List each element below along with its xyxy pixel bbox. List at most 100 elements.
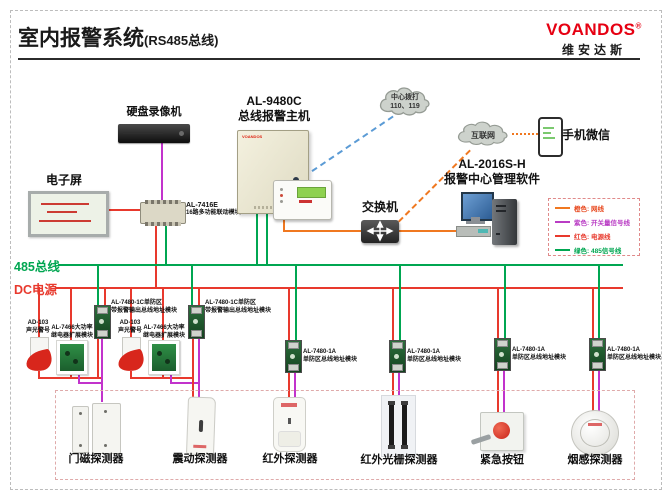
wire-color-legend: 橙色: 网线 紫色: 开关量信号线 红色: 电源线 绿色: 485信号线	[548, 198, 640, 256]
smoke-ring	[580, 419, 610, 447]
pir-lens	[278, 431, 301, 447]
wire-m1-red-out	[97, 336, 99, 378]
zone-module-1c-label: AL-7480-1C单防区 带报警输出总线地址模块	[111, 300, 178, 314]
detector-label: 门磁探测器	[68, 453, 124, 465]
center-call-line2: 110、119	[390, 103, 420, 110]
relay-device	[148, 340, 180, 375]
dvr-device	[118, 124, 190, 143]
wire-m5-button-red	[497, 368, 499, 414]
pcb-pad	[191, 330, 202, 337]
internet-cloud-label: 互联网	[471, 131, 495, 140]
vibration-logo	[193, 444, 207, 449]
address-module-label: AL-7480-1A 单防区总线地址模块	[512, 347, 567, 361]
detector-label: 红外光栅探测器	[360, 454, 438, 466]
wire-relay1-stub	[70, 372, 72, 378]
wire-relay2-purple-stub	[170, 372, 172, 383]
screen-text-line	[47, 211, 77, 213]
screw	[79, 444, 82, 447]
pcb-hole	[499, 352, 504, 357]
center-call-cloud: 中心拨打 110、119	[374, 82, 436, 122]
relay-component	[157, 351, 162, 356]
door-contact-device	[72, 406, 89, 453]
emergency-button-device	[470, 412, 524, 451]
screw	[104, 444, 107, 447]
legend-swatch-red	[555, 235, 570, 237]
legend-row: 红色: 电源线	[555, 231, 639, 241]
wire-dc-siren1	[38, 287, 40, 338]
pcb-pad	[288, 364, 299, 371]
pc-monitor-stand	[471, 217, 480, 221]
pc-tower	[492, 199, 517, 245]
host-label: AL-9480C 总线报警主机	[237, 94, 310, 123]
tower-button	[496, 233, 500, 235]
pcb-pad	[288, 342, 299, 349]
address-module-device	[589, 338, 606, 371]
detector-label: 震动探测器	[172, 453, 228, 465]
pir-logo	[281, 403, 297, 407]
phone-label: 手机微信	[562, 128, 611, 142]
door-contact-device	[92, 403, 121, 454]
siren-horn	[24, 348, 54, 374]
address-module-device	[389, 340, 406, 373]
cloud-shape	[379, 87, 430, 116]
pcb-pad	[592, 340, 603, 347]
pcb-hole	[394, 354, 399, 359]
wire-dc-m4	[392, 287, 394, 340]
pcb-hole	[594, 352, 599, 357]
relay-device	[56, 340, 88, 375]
host-vent	[254, 206, 288, 209]
linkage-module-device	[140, 200, 186, 226]
wire-siren2-stub	[130, 371, 132, 378]
relay-component	[65, 351, 70, 356]
brand-logo: VOANDOS® 维安达斯	[546, 20, 642, 58]
page-dashed-border	[10, 10, 662, 490]
wire-relay1-purple-stub	[78, 372, 80, 383]
legend-text: 绿色: 485信号线	[574, 248, 622, 255]
address-module-label: AL-7480-1A 单防区总线地址模块	[607, 347, 662, 361]
pcb-pad	[392, 342, 403, 349]
internet-cloud: 互联网	[452, 117, 514, 151]
wire-linkage-dc	[155, 222, 157, 289]
host-panel-logo: VOANDOS	[242, 134, 263, 139]
detector-label: 烟感探测器	[567, 454, 623, 466]
pcb-pad	[191, 307, 202, 314]
siren-label: AD-103 声光警号	[25, 320, 50, 334]
dvr-front-strip	[123, 132, 163, 134]
legend-row: 紫色: 开关量信号线	[555, 217, 639, 227]
address-module-device	[494, 338, 511, 371]
wire-dc-m6	[592, 287, 594, 338]
smoke-logo	[588, 423, 602, 426]
title-sub: (RS485总线)	[144, 33, 219, 48]
wire-m4-grating-purple	[398, 370, 400, 398]
screen-text-line	[39, 220, 91, 222]
wire-dc-relay1	[70, 287, 72, 341]
keypad-logo	[299, 200, 312, 203]
pc-monitor-base	[466, 221, 485, 224]
wire-linkage-485	[165, 222, 167, 266]
wire-siren1-stub	[38, 371, 40, 378]
wire-host-485-b	[266, 212, 268, 266]
pir-led	[288, 418, 291, 424]
software-label: AL-2016S-H 报警中心管理软件	[443, 157, 540, 186]
bus-dc-label: DC电源	[14, 283, 58, 297]
title-underline	[18, 58, 640, 60]
wire-group1-purple-link	[78, 382, 102, 384]
screw	[104, 410, 107, 413]
wire-dvr-linkage	[161, 142, 163, 202]
wire-relay2-stub	[162, 372, 164, 378]
legend-text: 紫色: 开关量信号线	[574, 220, 630, 227]
legend-swatch-purple	[555, 221, 570, 223]
address-module-label: AL-7480-1A 单防区总线地址模块	[407, 349, 462, 363]
wire-internet-phone	[512, 133, 538, 135]
wire-m1-door	[101, 336, 103, 402]
wire-m2-vib-red	[192, 336, 194, 398]
wire-dc-siren2	[130, 287, 132, 338]
siren-device	[116, 337, 146, 374]
page-title: 室内报警系统(RS485总线)	[18, 22, 218, 52]
electronic-screen-label: 电子屏	[45, 173, 82, 187]
wire-m3-pir-red	[288, 370, 290, 398]
phone-screen-line	[543, 127, 554, 129]
tower-slot	[496, 210, 506, 212]
dvr-label: 硬盘录像机	[126, 106, 182, 118]
